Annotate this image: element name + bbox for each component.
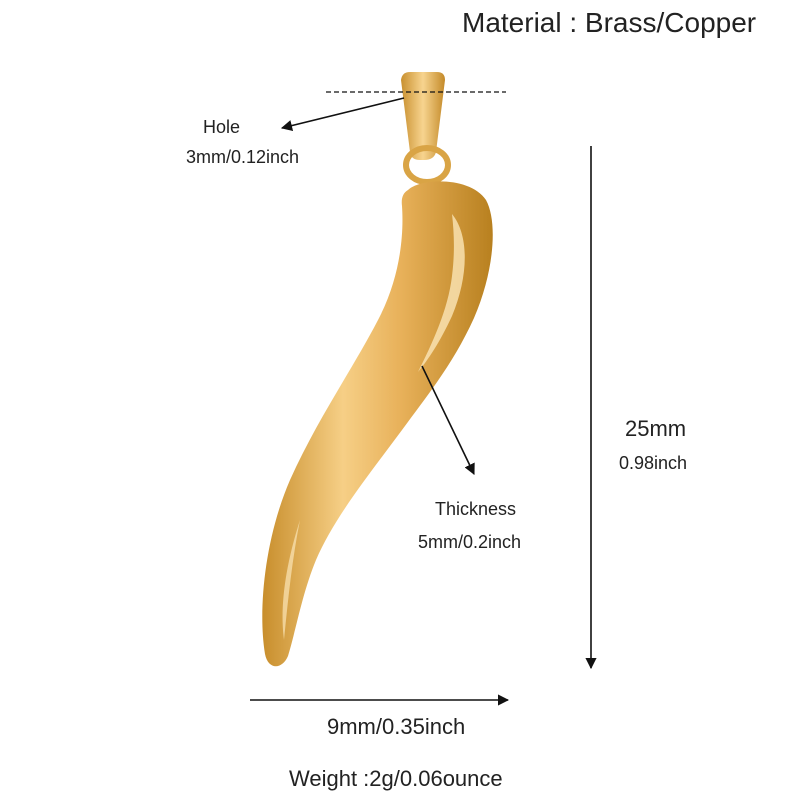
hole-size: 3mm/0.12inch <box>186 147 300 167</box>
length-mm: 25mm <box>625 416 687 441</box>
thickness-size: 5mm/0.2inch <box>418 532 522 552</box>
hole-label: Hole <box>203 117 241 137</box>
weight-text: Weight :2g/0.06ounce <box>289 766 503 791</box>
jump-ring <box>403 145 451 185</box>
material-title: Material : Brass/Copper <box>462 7 757 38</box>
thickness-arrow <box>421 365 475 476</box>
horn-highlight-2 <box>282 520 300 640</box>
length-inch: 0.98inch <box>619 453 688 473</box>
thickness-label: Thickness <box>435 499 517 519</box>
horn-highlight <box>418 214 465 372</box>
bail-shape <box>401 72 445 160</box>
horn-body <box>262 181 493 667</box>
width-size: 9mm/0.35inch <box>327 714 466 739</box>
hole-arrow <box>280 97 405 132</box>
